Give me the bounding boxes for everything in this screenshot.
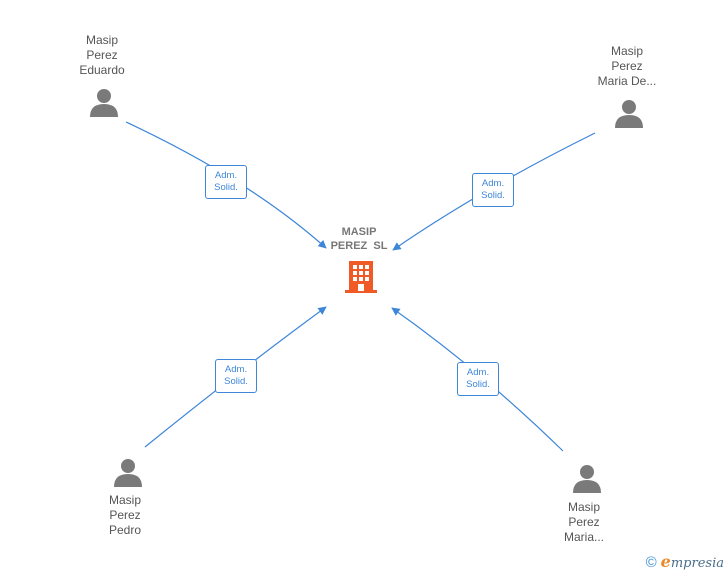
person-label-line: Maria De...: [597, 74, 657, 88]
person-label-line: Masip: [108, 493, 141, 507]
role-badge-line: Adm.: [214, 170, 238, 181]
person-label-mariade[interactable]: Masip Perez Maria De...: [567, 44, 687, 89]
person-label-line: Perez: [611, 59, 643, 73]
person-label-maria[interactable]: Masip Perez Maria...: [524, 500, 644, 545]
company-name-line2: PEREZ SL: [330, 240, 388, 252]
role-badge-pedro[interactable]: Adm. Solid.: [215, 359, 257, 393]
company-name-line1: MASIP: [341, 226, 377, 238]
company-name[interactable]: MASIP PEREZ SL: [299, 225, 419, 253]
person-label-line: Perez: [86, 48, 118, 62]
person-label-line: Pedro: [108, 523, 142, 537]
person-label-eduardo[interactable]: Masip Perez Eduardo: [42, 33, 162, 78]
person-label-line: Perez: [109, 508, 141, 522]
role-badge-line: Solid.: [466, 379, 490, 390]
person-label-line: Masip: [610, 44, 643, 58]
role-badge-line: Solid.: [224, 376, 248, 387]
role-badge-mariade[interactable]: Adm. Solid.: [472, 173, 514, 207]
person-label-pedro[interactable]: Masip Perez Pedro: [65, 493, 185, 538]
role-badge-maria[interactable]: Adm. Solid.: [457, 362, 499, 396]
role-badge-line: Solid.: [214, 182, 238, 193]
building-icon[interactable]: [345, 261, 377, 293]
person-label-line: Masip: [85, 33, 118, 47]
person-icon-eduardo[interactable]: [90, 89, 118, 117]
person-label-line: Perez: [568, 515, 600, 529]
brand-name: mpresia: [670, 556, 724, 571]
role-badge-eduardo[interactable]: Adm. Solid.: [205, 165, 247, 199]
brand-logo: empresia: [661, 553, 724, 573]
role-badge-line: Adm.: [466, 367, 490, 378]
role-badge-line: Adm.: [481, 178, 505, 189]
person-label-line: Eduardo: [79, 63, 125, 77]
role-badge-line: Solid.: [481, 190, 505, 201]
person-icon-maria[interactable]: [573, 465, 601, 493]
footer-brand[interactable]: © empresia: [645, 553, 724, 573]
role-badge-line: Adm.: [224, 364, 248, 375]
copyright-icon: ©: [645, 554, 657, 571]
person-label-line: Masip: [567, 500, 600, 514]
person-label-line: Maria...: [563, 530, 604, 544]
person-icon-mariade[interactable]: [615, 100, 643, 128]
brand-initial: e: [660, 552, 671, 571]
person-icon-pedro[interactable]: [114, 459, 142, 487]
